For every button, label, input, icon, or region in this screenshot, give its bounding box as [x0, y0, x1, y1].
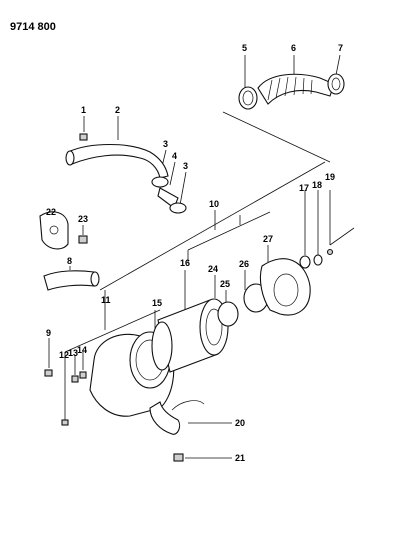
callout-19: 19	[325, 172, 335, 182]
callout-24: 24	[208, 264, 218, 274]
callout-20: 20	[235, 418, 245, 428]
callout-1: 1	[81, 105, 86, 115]
callout-13: 13	[68, 348, 78, 358]
callout-22: 22	[46, 207, 56, 217]
callout-21: 21	[235, 453, 245, 463]
callout-10: 10	[209, 199, 219, 209]
callout-18: 18	[312, 180, 322, 190]
callout-17: 17	[299, 183, 309, 193]
callout-labels: 1 2 3 3 4 5 6 7 8 9 10 11 12 13 14 15 16…	[46, 43, 343, 463]
callout-23: 23	[78, 214, 88, 224]
hose-8-and-bracket-22	[39, 211, 100, 291]
callout-5: 5	[242, 43, 247, 53]
callout-3: 3	[163, 139, 168, 149]
callout-4: 4	[172, 151, 177, 161]
leader-lines	[48, 54, 355, 459]
callout-14: 14	[77, 345, 87, 355]
callout-3: 3	[183, 161, 188, 171]
callout-9: 9	[46, 328, 51, 338]
air-cleaner-assembly	[44, 248, 334, 462]
callout-2: 2	[115, 105, 120, 115]
callout-27: 27	[263, 234, 273, 244]
intake-duct	[65, 133, 187, 214]
callout-12: 12	[59, 350, 69, 360]
callout-15: 15	[152, 298, 162, 308]
callout-11: 11	[101, 295, 111, 305]
air-hose-assembly	[238, 73, 345, 110]
callout-8: 8	[67, 256, 72, 266]
callout-25: 25	[220, 279, 230, 289]
callout-26: 26	[239, 259, 249, 269]
callout-7: 7	[338, 43, 343, 53]
callout-6: 6	[291, 43, 296, 53]
callout-16: 16	[180, 258, 190, 268]
document-number: 9714 800	[10, 21, 56, 33]
